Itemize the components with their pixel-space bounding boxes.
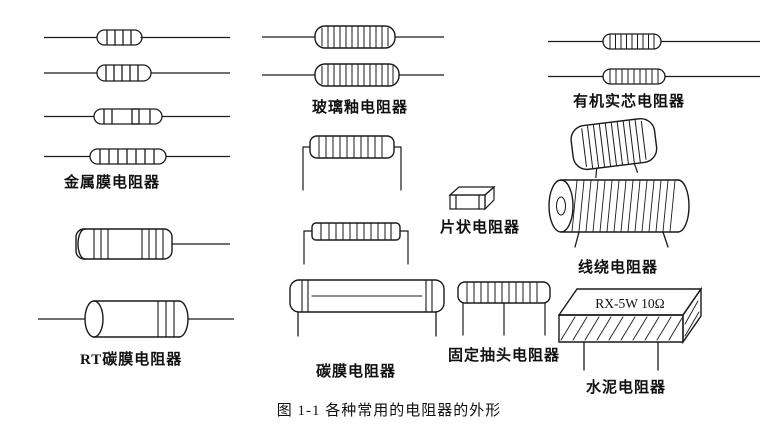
fixed-tap-resistor-drawing <box>452 280 556 338</box>
figure-caption: 图 1-1 各种常用的电阻器的外形 <box>276 403 502 419</box>
metal-film-resistor-2 <box>44 62 230 84</box>
metal-film-label: 金属膜电阻器 <box>64 175 161 191</box>
carbon-film-label: 碳膜电阻器 <box>316 364 397 380</box>
carbon-film-resistor-1 <box>298 134 406 192</box>
glass-glaze-resistor-1 <box>262 24 444 50</box>
tube-hole <box>556 196 566 216</box>
chip-resistor-label: 片状电阻器 <box>440 220 521 236</box>
carbon-film-resistor-2 <box>300 220 412 266</box>
rt-carbon-cylinder-2 <box>38 297 234 341</box>
organic-solid-resistor-2 <box>548 66 760 87</box>
organic-solid-label: 有机实芯电阻器 <box>573 94 686 110</box>
wirewound-tube-drawing <box>545 176 695 248</box>
carbon-film-resistor-3 <box>282 278 452 338</box>
metal-film-resistor-4 <box>44 146 230 167</box>
metal-film-resistor-1 <box>44 27 230 48</box>
glass-glaze-label: 玻璃釉电阻器 <box>312 100 409 116</box>
cement-resistor-marking: RX-5W 10Ω <box>595 296 664 311</box>
glass-glaze-resistor-2 <box>262 62 444 88</box>
rt-carbon-cylinder-1 <box>72 224 230 264</box>
cement-label: 水泥电阻器 <box>586 380 667 396</box>
cement-resistor-drawing: RX-5W 10Ω <box>558 284 708 374</box>
wirewound-label: 线绕电阻器 <box>578 260 659 276</box>
organic-solid-resistor-1 <box>548 31 760 52</box>
chip-resistor-drawing <box>446 184 498 214</box>
wirewound-flat-drawing <box>560 112 668 178</box>
metal-film-resistor-3 <box>44 106 230 127</box>
rt-carbon-label: RT碳膜电阻器 <box>80 352 183 368</box>
fixed-tap-label: 固定抽头电阻器 <box>448 348 561 364</box>
